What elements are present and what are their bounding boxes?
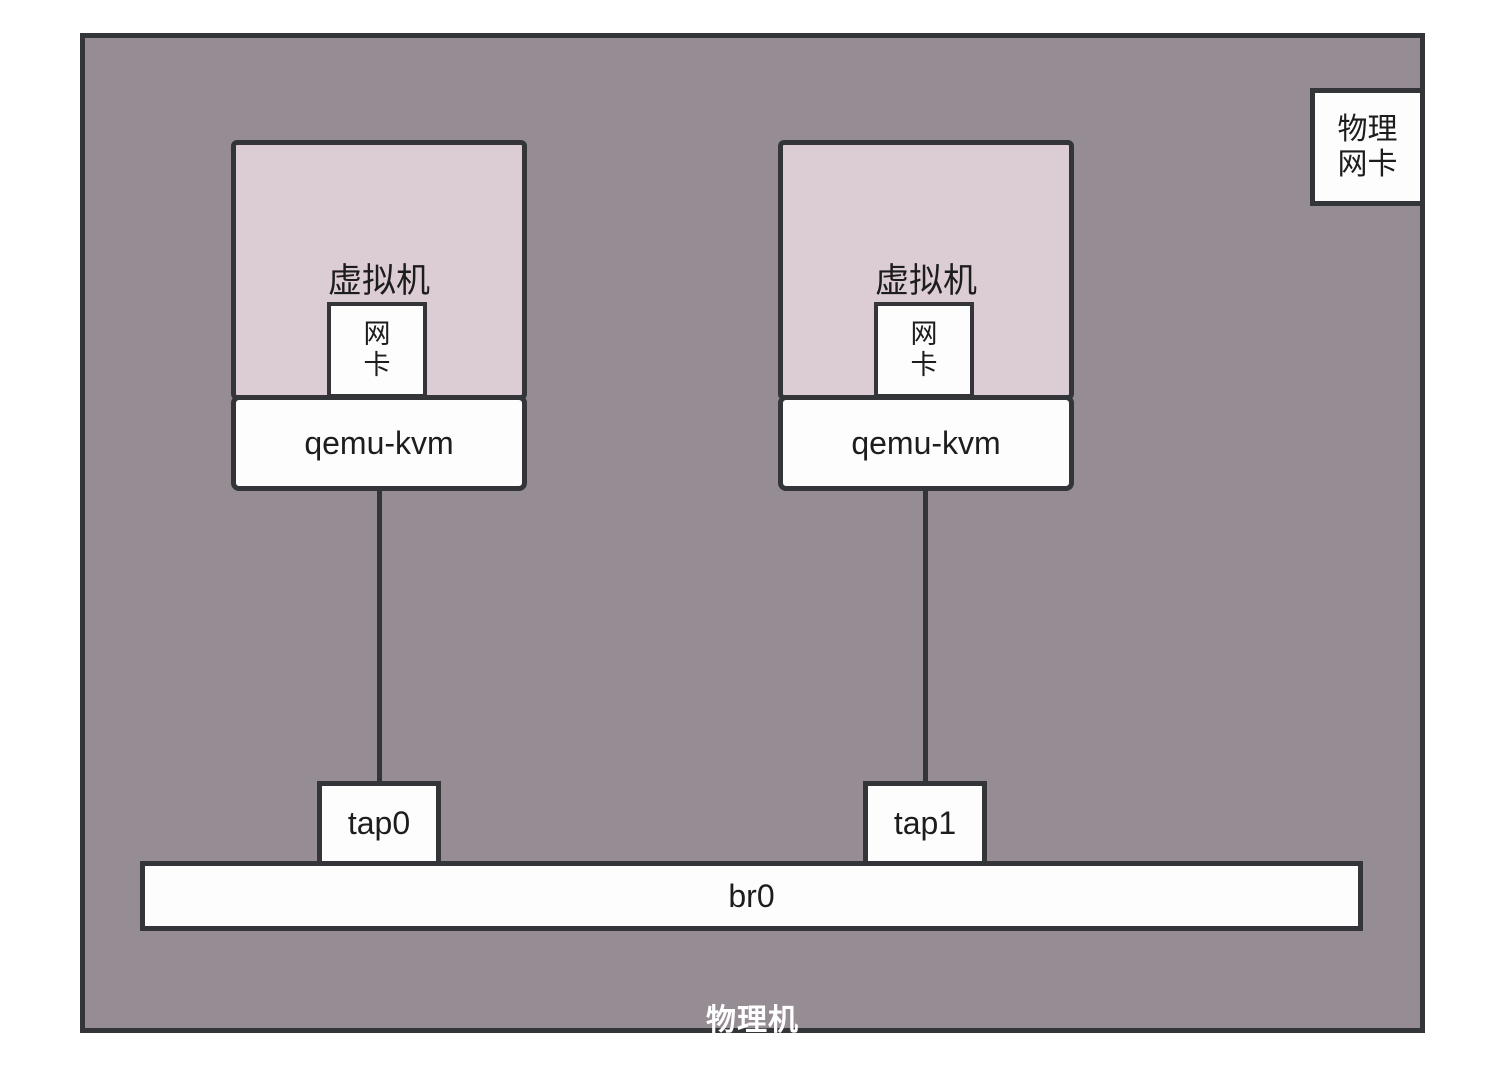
virtual-nic-label-line2: 卡	[910, 350, 938, 380]
virtual-machine-label-1: 虚拟机	[328, 262, 430, 300]
tap0-box: tap0	[317, 781, 441, 866]
virtual-nic-box-2: 网 卡	[874, 302, 974, 398]
physical-nic-label-line2: 网卡	[1337, 148, 1398, 181]
tap1-label: tap1	[893, 805, 957, 841]
qemu-kvm-label-1: qemu-kvm	[304, 424, 454, 461]
tap1-box: tap1	[863, 781, 987, 866]
virtual-nic-label-line1: 网	[910, 318, 938, 349]
physical-host-label: 物理机	[706, 1004, 799, 1037]
virtual-machine-group-1: 虚拟机 网 卡 qemu-kvm	[231, 140, 527, 491]
qemu-kvm-label-2: qemu-kvm	[851, 424, 1001, 461]
virtual-nic-box-1: 网 卡	[327, 302, 427, 398]
physical-nic-box: 物理 网卡	[1310, 88, 1425, 206]
tap0-label: tap0	[347, 805, 411, 841]
qemu-kvm-box-1: qemu-kvm	[231, 395, 527, 491]
physical-nic-label-line1: 物理	[1337, 112, 1398, 146]
connector-line-qemu1-to-tap0	[377, 488, 382, 783]
virtual-machine-group-2: 虚拟机 网 卡 qemu-kvm	[778, 140, 1074, 491]
virtual-machine-label-2: 虚拟机	[875, 262, 977, 300]
bridge-br0-label: br0	[728, 877, 775, 914]
virtual-nic-label-line1: 网	[363, 318, 391, 349]
qemu-kvm-box-2: qemu-kvm	[778, 395, 1074, 491]
physical-host-container: 虚拟机 网 卡 qemu-kvm 虚拟机 网 卡 qemu-kvm	[80, 33, 1425, 1037]
bridge-br0-bar: br0	[140, 861, 1363, 931]
virtual-nic-label-line2: 卡	[363, 350, 391, 380]
connector-line-qemu2-to-tap1	[923, 488, 928, 783]
